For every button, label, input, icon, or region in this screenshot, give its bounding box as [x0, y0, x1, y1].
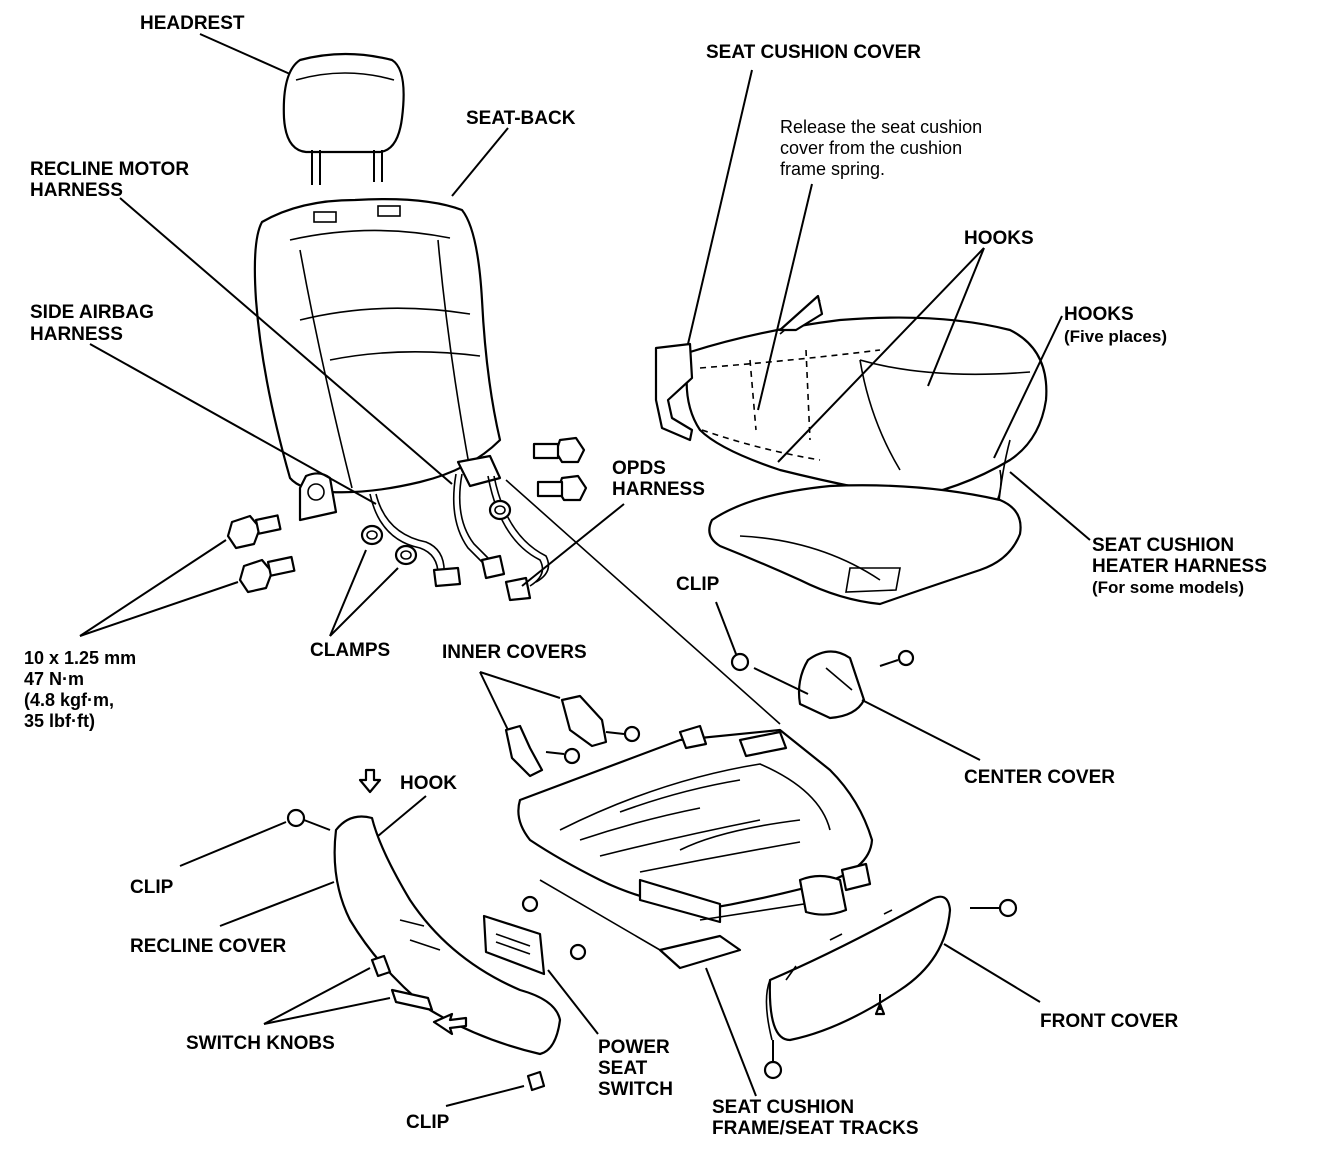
leader-lines: [79, 33, 1091, 1107]
seat-back-part: [253, 198, 502, 522]
label-clip-bottom: CLIP: [406, 1112, 450, 1133]
label-power-seat-switch: POWER SEAT SWITCH: [598, 1037, 675, 1100]
bolt-upper-right: [532, 436, 586, 464]
label-opds-harness: OPDS HARNESS: [612, 458, 705, 500]
cushion-base-part: [708, 484, 1022, 606]
seat-cushion-cover-part: [654, 294, 1048, 538]
label-torque-spec: 10 x 1.25 mm 47 N·m (4.8 kgf·m, 35 lbf·f…: [24, 648, 141, 731]
label-switch-knobs: SWITCH KNOBS: [186, 1033, 335, 1054]
label-side-airbag-harness: SIDE AIRBAG HARNESS: [30, 302, 159, 345]
seat-back-harnesses: [369, 473, 550, 602]
label-seat-cushion-cover: SEAT CUSHION COVER: [706, 42, 921, 63]
label-clip-top: CLIP: [676, 574, 720, 595]
note-release-cushion-cover: Release the seat cushion cover from the …: [780, 117, 987, 179]
bolt-lower-left: [238, 555, 296, 594]
label-headrest: HEADREST: [140, 13, 245, 34]
front-cover-part: [763, 895, 1018, 1080]
label-clip-left: CLIP: [130, 877, 174, 898]
bolt-lower-right: [536, 474, 588, 502]
label-hooks: HOOKS: [964, 228, 1034, 249]
power-seat-switch-part: [482, 895, 587, 976]
recline-cover-part: [286, 768, 562, 1056]
inner-covers-part: [504, 694, 641, 778]
clamp-parts: [360, 499, 512, 566]
label-seat-back: SEAT-BACK: [466, 108, 576, 129]
label-seat-cushion-heater-harness: SEAT CUSHION HEATER HARNESS (For some mo…: [1092, 535, 1272, 597]
label-recline-cover: RECLINE COVER: [130, 936, 287, 957]
headrest-part: [282, 52, 405, 185]
switch-knobs-part: [370, 954, 468, 1036]
seat-cushion-frame-part: [517, 724, 874, 970]
label-clamps: CLAMPS: [310, 640, 390, 661]
clip-bottom-part: [526, 1070, 546, 1092]
center-cover-part: [730, 649, 915, 720]
bolt-upper-left: [226, 514, 282, 550]
label-front-cover: FRONT COVER: [1040, 1011, 1179, 1032]
label-hooks-five-places: HOOKS (Five places): [1064, 304, 1167, 346]
label-recline-motor-harness: RECLINE MOTOR HARNESS: [30, 159, 194, 201]
label-center-cover: CENTER COVER: [964, 767, 1115, 788]
label-hook: HOOK: [400, 773, 457, 794]
label-seat-cushion-frame: SEAT CUSHION FRAME/SEAT TRACKS: [712, 1097, 919, 1139]
label-inner-covers: INNER COVERS: [442, 642, 587, 663]
